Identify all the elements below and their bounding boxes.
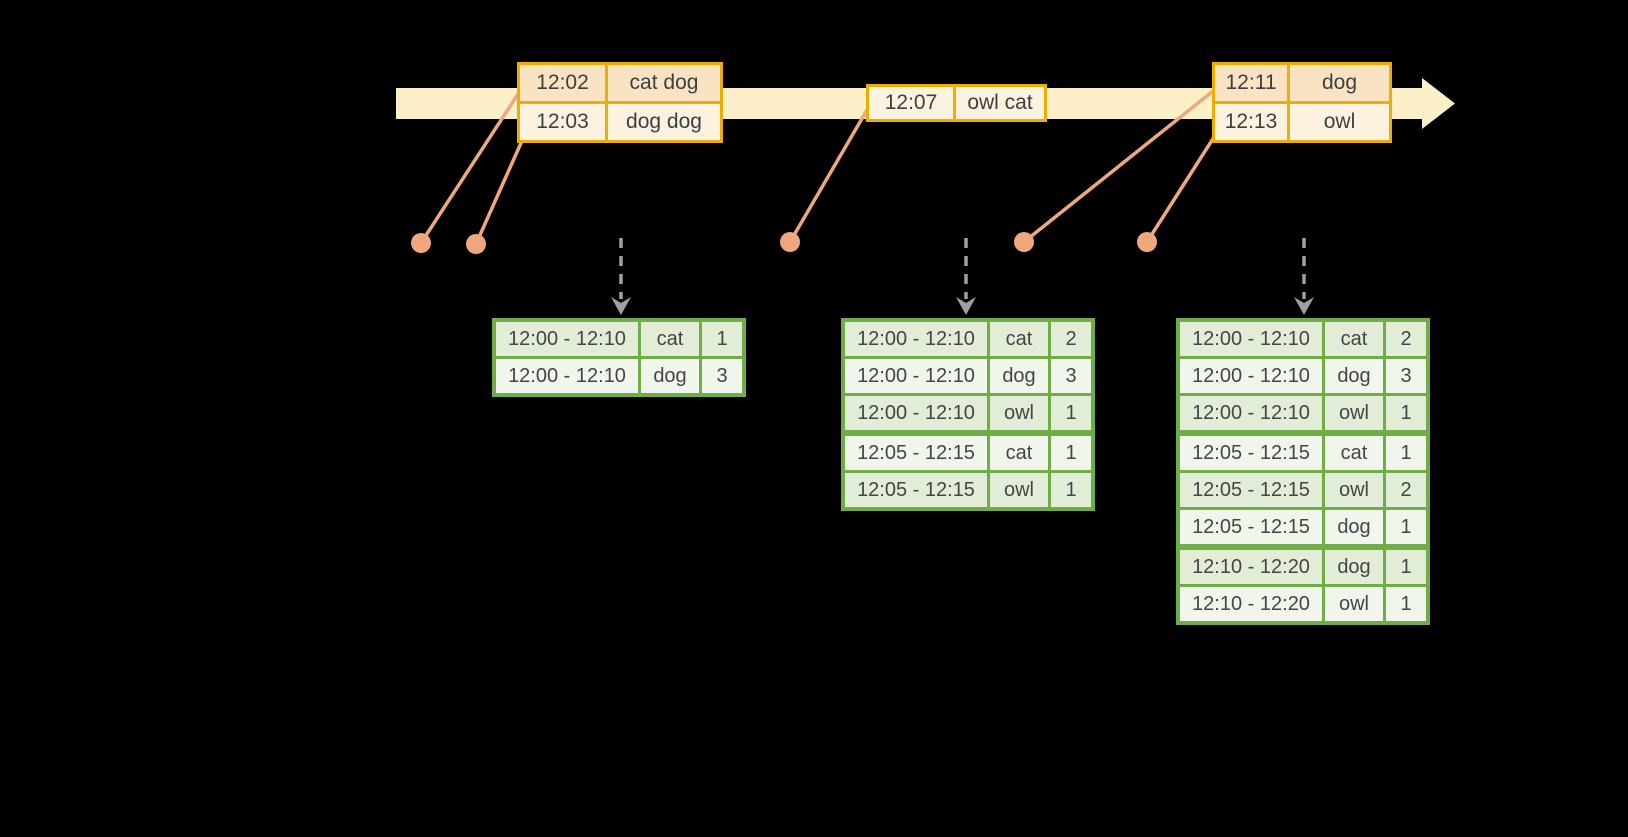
- event-connector-line: [788, 109, 869, 243]
- word-cell: cat: [987, 322, 1048, 356]
- trigger-arrowhead-icon: [611, 297, 631, 315]
- trigger-arrowhead-icon: [1294, 297, 1314, 315]
- window-cell: 12:05 - 12:15: [845, 473, 987, 507]
- count-cell: 1: [1048, 396, 1091, 430]
- event-connector-line: [1022, 89, 1215, 244]
- window-cell: 12:05 - 12:15: [1180, 510, 1322, 544]
- event-connector-line: [474, 133, 527, 245]
- word-cell: cat: [1322, 322, 1383, 356]
- word-cell: owl: [1322, 396, 1383, 430]
- count-cell: 2: [1383, 473, 1426, 507]
- window-cell: 12:00 - 12:10: [845, 322, 987, 356]
- count-cell: 3: [1048, 359, 1091, 393]
- event-words-cell: dog: [1287, 65, 1389, 101]
- event-dot: [1014, 232, 1034, 252]
- event-words-cell: owl cat: [953, 87, 1044, 119]
- event-dot: [411, 233, 431, 253]
- word-cell: dog: [1322, 359, 1383, 393]
- event-time-cell: 12:11: [1215, 65, 1287, 101]
- count-cell: 3: [699, 359, 742, 393]
- event-words-cell: cat dog: [605, 65, 720, 101]
- window-cell: 12:05 - 12:15: [1180, 436, 1322, 470]
- event-dot: [780, 232, 800, 252]
- count-cell: 1: [1383, 436, 1426, 470]
- count-cell: 1: [1048, 436, 1091, 470]
- window-cell: 12:10 - 12:20: [1180, 550, 1322, 584]
- word-cell: owl: [987, 396, 1048, 430]
- trigger-arrowhead-icon: [956, 297, 976, 315]
- count-cell: 1: [1383, 550, 1426, 584]
- event-words-cell: dog dog: [605, 104, 720, 140]
- window-cell: 12:05 - 12:15: [1180, 473, 1322, 507]
- window-cell: 12:00 - 12:10: [1180, 322, 1322, 356]
- word-cell: cat: [1322, 436, 1383, 470]
- event-words-cell: owl: [1287, 104, 1389, 140]
- count-cell: 1: [1383, 396, 1426, 430]
- count-cell: 2: [1048, 322, 1091, 356]
- count-cell: 1: [1383, 510, 1426, 544]
- event-time-cell: 12:02: [520, 65, 605, 101]
- window-cell: 12:00 - 12:10: [496, 359, 638, 393]
- event-dot: [466, 234, 486, 254]
- word-cell: cat: [638, 322, 699, 356]
- window-cell: 12:00 - 12:10: [496, 322, 638, 356]
- word-cell: dog: [987, 359, 1048, 393]
- word-cell: cat: [987, 436, 1048, 470]
- word-cell: owl: [1322, 473, 1383, 507]
- word-cell: dog: [1322, 510, 1383, 544]
- event-time-cell: 12:03: [520, 104, 605, 140]
- window-cell: 12:10 - 12:20: [1180, 587, 1322, 621]
- window-cell: 12:00 - 12:10: [845, 359, 987, 393]
- count-cell: 1: [1383, 587, 1426, 621]
- event-dot: [1137, 232, 1157, 252]
- count-cell: 1: [699, 322, 742, 356]
- window-cell: 12:00 - 12:10: [1180, 359, 1322, 393]
- count-cell: 1: [1048, 473, 1091, 507]
- window-cell: 12:05 - 12:15: [845, 436, 987, 470]
- count-cell: 2: [1383, 322, 1426, 356]
- event-connector-line: [419, 90, 522, 244]
- word-cell: dog: [638, 359, 699, 393]
- count-cell: 3: [1383, 359, 1426, 393]
- word-cell: dog: [1322, 550, 1383, 584]
- window-cell: 12:00 - 12:10: [1180, 396, 1322, 430]
- event-time-cell: 12:07: [869, 87, 953, 119]
- word-cell: owl: [987, 473, 1048, 507]
- event-connector-line: [1145, 133, 1218, 243]
- word-cell: owl: [1322, 587, 1383, 621]
- timeline-arrowhead-icon: [1422, 78, 1455, 129]
- window-cell: 12:00 - 12:10: [845, 396, 987, 430]
- event-time-cell: 12:13: [1215, 104, 1287, 140]
